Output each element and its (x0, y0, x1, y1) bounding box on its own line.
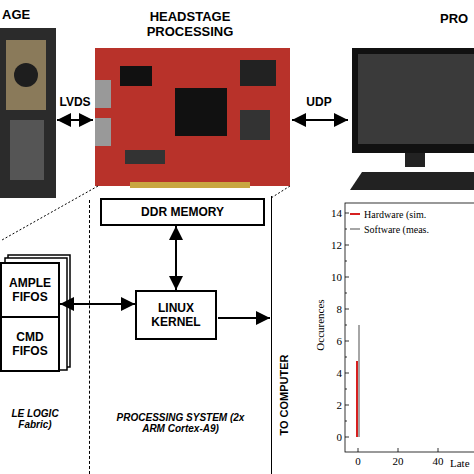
link-label: LVDS (59, 95, 90, 109)
tick-label: 8 (337, 303, 343, 315)
board-connector (95, 80, 111, 108)
fpga-board-photo (95, 48, 290, 188)
zoom-line (271, 186, 290, 198)
monitor-screen (358, 54, 474, 144)
board-chip (120, 66, 152, 86)
node-text: DDR MEMORY (141, 205, 224, 219)
legend-text: Hardware (sim. (364, 209, 426, 220)
region-band: PROCESSING SYSTEM (2x ARM Cortex-A9) DDR … (90, 196, 272, 474)
panel-title: AGE (2, 7, 30, 22)
tick-label: 40 (433, 455, 444, 467)
axis-title: Occurences (314, 299, 326, 350)
fifo-box: CMD FIFOS (0, 316, 60, 372)
headstage-panel (6, 40, 46, 110)
node-text: AMPLE FIFOS (2, 276, 58, 304)
connector-arrow (175, 226, 177, 290)
udp-arrow (292, 119, 348, 121)
hardware-spike (356, 361, 358, 437)
axis-title: Late (450, 457, 470, 469)
headstage-body (0, 28, 56, 198)
node-text: CMD FIFOS (2, 330, 58, 358)
tick-label: 4 (337, 367, 343, 379)
board-chip (240, 110, 270, 140)
headstage-lens (14, 63, 38, 87)
output-label: TO COMPUTER (278, 354, 290, 435)
keyboard (350, 172, 474, 190)
memory-box: DDR MEMORY (100, 198, 265, 226)
latency-chart (345, 203, 474, 452)
tick-label: 0 (337, 431, 343, 443)
computer-photo (350, 48, 474, 190)
board-chip (175, 88, 227, 136)
fifo-box: AMPLE FIFOS (0, 262, 60, 318)
monitor-stand (405, 153, 425, 167)
tick-label: 12 (331, 239, 342, 251)
link-label: UDP (306, 95, 331, 109)
zoom-line (2, 186, 98, 240)
tick-label: 0 (355, 455, 361, 467)
tick-label: 20 (393, 455, 404, 467)
monitor-frame (352, 48, 474, 153)
legend-line (350, 213, 360, 215)
panel-title: HEADSTAGE PROCESSING (125, 9, 255, 39)
chart-frame (345, 203, 474, 452)
legend-line (350, 228, 360, 230)
connector-arrow (60, 303, 135, 305)
tick-label: 14 (331, 207, 342, 219)
kernel-box: LINUX KERNEL (135, 290, 217, 340)
node-text: PROCESSING SYSTEM (2x ARM Cortex-A9) (112, 412, 249, 434)
to-computer-arrow (218, 317, 270, 319)
headstage-photo (0, 28, 56, 198)
board-connector (95, 118, 111, 146)
node-text: LE LOGIC Fabric) (2, 408, 68, 430)
panel-title: PRO (440, 11, 468, 26)
board-pcb (95, 48, 290, 186)
y-ticks (345, 213, 349, 437)
x-ticks (358, 448, 438, 452)
node-text: LINUX KERNEL (137, 301, 215, 329)
region-band: LE LOGIC Fabric) AMPLE FIFOS CMD FIFOS (0, 200, 90, 474)
tick-label: 10 (331, 271, 342, 283)
board-edge-fingers (130, 182, 250, 188)
board-chip (240, 60, 276, 86)
software-spike (358, 325, 360, 437)
tick-label: 6 (337, 335, 343, 347)
tick-label: 2 (337, 399, 343, 411)
lvds-arrow (57, 119, 93, 121)
headstage-base (10, 120, 44, 180)
legend-text: Software (meas. (364, 224, 429, 235)
board-chip (125, 150, 165, 164)
